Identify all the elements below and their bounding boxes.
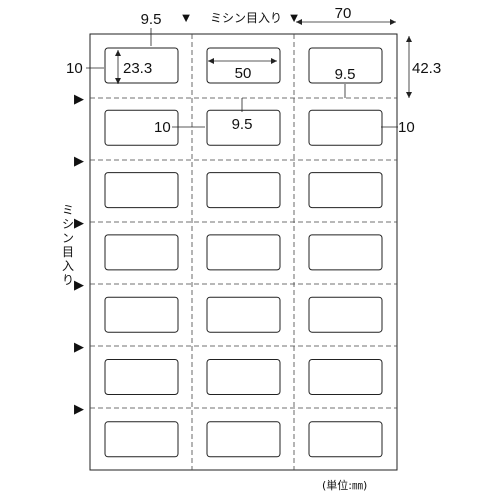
top-marker-2: ▼	[288, 10, 301, 25]
perforation-lines	[90, 34, 397, 470]
left-markers: ▶ ▶ ▶ ▶ ▶ ▶	[74, 91, 84, 416]
dim-card-width-arrow-left	[208, 58, 214, 64]
business-card-r6-c3	[308, 359, 383, 395]
dim-row-pitch-arrow-top	[406, 36, 412, 42]
card-grid	[104, 47, 383, 458]
business-card-r2-c3	[308, 109, 383, 146]
dim-card-height-arrow-top	[115, 50, 121, 56]
business-card-r7-c1	[104, 421, 179, 458]
dim-column-width-arrow-left	[296, 19, 302, 25]
business-card-r3-c2	[206, 172, 281, 209]
unit-label: (単位:㎜)	[322, 478, 367, 492]
left-marker-2: ▶	[74, 153, 84, 168]
business-card-r4-c3	[308, 234, 383, 271]
business-card-r1-c3	[308, 47, 383, 84]
left-marker-5: ▶	[74, 339, 84, 354]
business-card-r6-c1	[104, 359, 179, 395]
business-card-r5-c1	[104, 296, 179, 333]
dim-card-width: 50	[235, 65, 252, 82]
left-marker-3: ▶	[74, 215, 84, 230]
business-card-r4-c1	[104, 234, 179, 271]
dim-column-width: 70	[335, 5, 352, 22]
dim-row-pitch-arrow-bottom	[406, 92, 412, 98]
business-card-r3-c3	[308, 172, 383, 209]
business-card-r1-c1	[104, 47, 179, 84]
business-card-r2-c1	[104, 109, 179, 146]
top-marker-1: ▼	[180, 10, 193, 25]
dim-card-height-arrow-bottom	[115, 78, 121, 84]
business-card-r7-c3	[308, 421, 383, 458]
dim-inner-left-gap: 10	[154, 119, 171, 136]
left-marker-1: ▶	[74, 91, 84, 106]
dim-column-width-arrow-right	[390, 19, 396, 25]
dim-row-pitch: 42.3	[412, 60, 441, 77]
business-card-r5-c3	[308, 296, 383, 333]
dim-inner-top-gap: 9.5	[232, 116, 253, 133]
business-card-r7-c2	[206, 421, 281, 458]
dim-right-margin: 10	[398, 119, 415, 136]
perforation-label-side: ミシン目入り	[62, 203, 74, 287]
perforation-label-top: ミシン目入り	[210, 11, 282, 25]
dim-top-margin: 9.5	[141, 11, 162, 28]
dim-card-bottom-gap: 9.5	[335, 66, 356, 83]
dim-card-height: 23.3	[123, 60, 152, 77]
dim-card-width-arrow-right	[271, 58, 277, 64]
business-card-r3-c1	[104, 172, 179, 209]
business-card-r2-c2	[206, 109, 281, 146]
business-card-r6-c2	[206, 359, 281, 395]
business-card-r5-c2	[206, 296, 281, 333]
business-card-r1-c2	[206, 47, 281, 84]
left-marker-4: ▶	[74, 277, 84, 292]
dim-left-margin: 10	[66, 60, 83, 77]
left-marker-6: ▶	[74, 401, 84, 416]
business-card-r4-c2	[206, 234, 281, 271]
